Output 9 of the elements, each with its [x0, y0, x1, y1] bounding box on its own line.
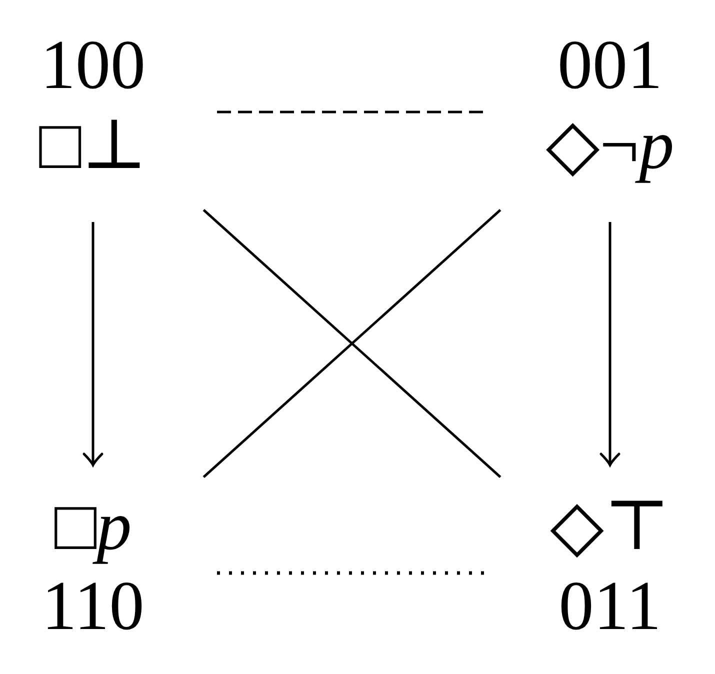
formula-label: □p — [53, 487, 133, 567]
code-label: 001 — [556, 26, 664, 106]
code-label: 100 — [40, 26, 146, 106]
dotted-line — [217, 571, 487, 575]
formula-label: ◇⊤ — [550, 487, 670, 567]
formula-label: ◇¬p — [546, 106, 674, 186]
code-label: 110 — [42, 567, 144, 647]
code-label: 011 — [558, 567, 662, 647]
formula-label: □⊥ — [38, 106, 148, 186]
